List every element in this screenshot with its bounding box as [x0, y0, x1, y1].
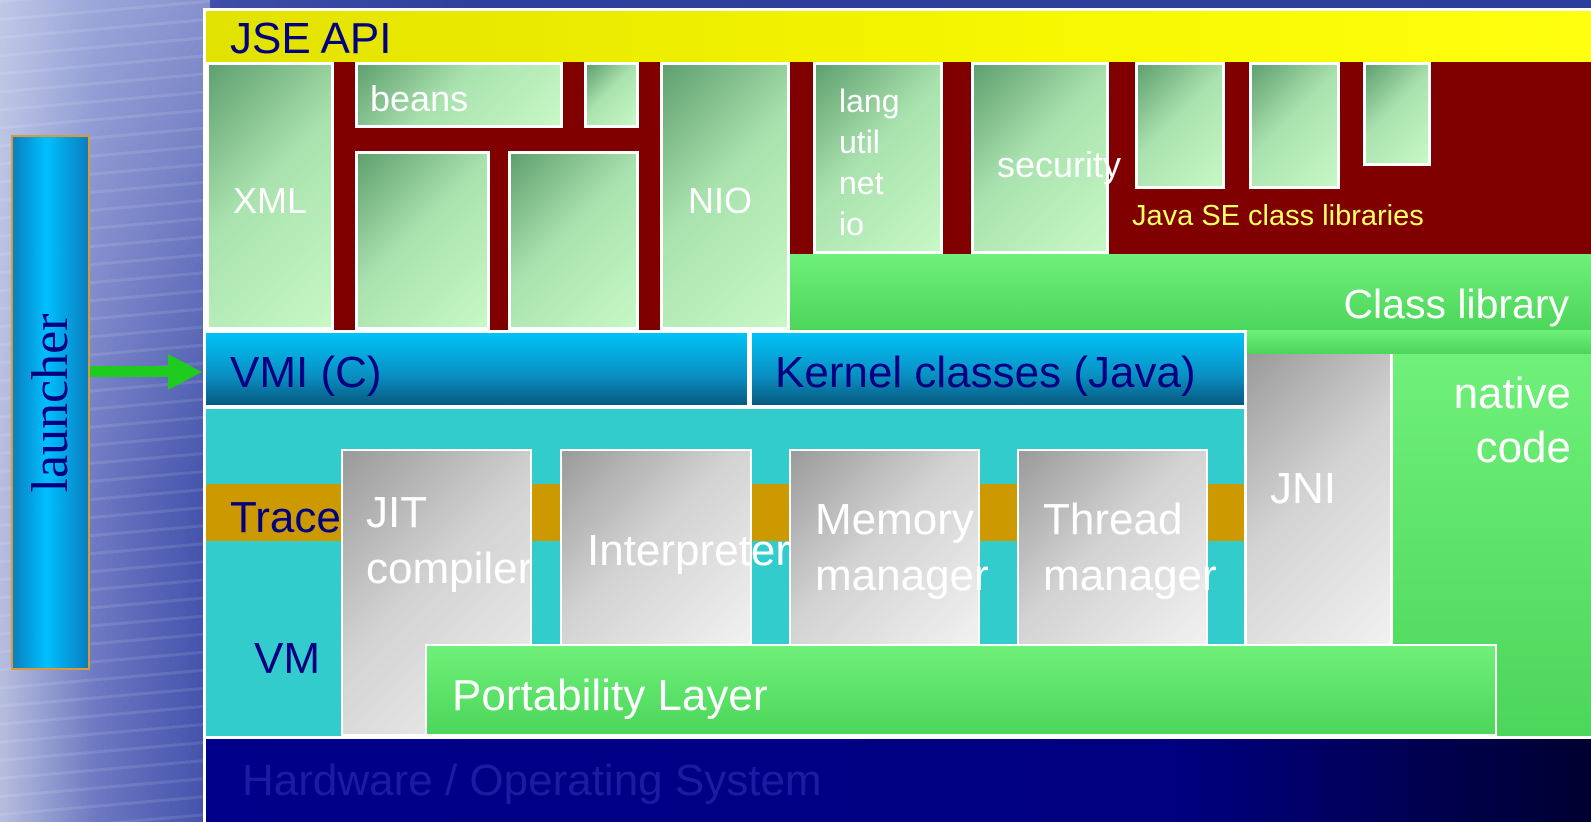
class-library-band-ext	[1247, 330, 1591, 354]
library-box	[1135, 62, 1225, 189]
lang-util-net-io-box: lang util net io	[813, 62, 943, 254]
trace-label: Trace	[230, 493, 341, 542]
beans-label: beans	[370, 78, 469, 119]
small-library-box	[584, 62, 639, 128]
vmi-label: VMI (C)	[230, 348, 382, 397]
xml-box: XML	[206, 62, 334, 330]
nio-box: NIO	[660, 62, 790, 330]
hardware-os-bar: Hardware / Operating System	[206, 739, 1591, 822]
thread-label: Thread	[1043, 495, 1183, 544]
manager-label: manager	[815, 551, 989, 600]
util-label: util	[839, 124, 880, 160]
library-box	[355, 151, 490, 330]
vm-label: VM	[254, 634, 320, 683]
library-box	[1249, 62, 1340, 189]
java-se-class-libraries-label: Java SE class libraries	[1132, 200, 1424, 232]
launcher-label: launcher	[21, 312, 79, 493]
net-label: net	[839, 165, 884, 201]
xml-label: XML	[233, 180, 308, 221]
library-box	[1363, 62, 1431, 166]
vmi-bar: VMI (C)	[206, 333, 747, 405]
portability-layer-label: Portability Layer	[452, 671, 768, 720]
jse-api-label: JSE API	[230, 14, 392, 63]
nio-label: NIO	[688, 180, 753, 221]
class-library-band: Class library	[790, 254, 1591, 330]
portability-layer-bar: Portability Layer	[425, 644, 1497, 736]
interpreter-box: Interpreter	[560, 449, 790, 649]
lang-label: lang	[839, 83, 900, 119]
thread-manager-label: manager	[1043, 551, 1217, 600]
security-label: security	[997, 144, 1122, 185]
library-box	[508, 151, 639, 330]
jni-label: JNI	[1270, 464, 1336, 513]
jni-box: JNI	[1247, 354, 1390, 649]
launcher-arrow-head-icon	[168, 354, 202, 390]
architecture-diagram: JSE API XML beans NIO lang util net io s…	[203, 8, 1591, 822]
security-box: security	[971, 62, 1121, 254]
hardware-os-label: Hardware / Operating System	[242, 756, 822, 805]
code-label: code	[1475, 423, 1571, 472]
launcher-bar: launcher	[11, 135, 90, 670]
interpreter-label: Interpreter	[587, 526, 790, 575]
memory-label: Memory	[815, 495, 974, 544]
native-label: native	[1453, 369, 1571, 418]
kernel-classes-bar: Kernel classes (Java)	[752, 333, 1244, 405]
memory-manager-box: Memory manager	[789, 449, 989, 649]
beans-box: beans	[355, 62, 563, 128]
class-library-label: Class library	[1343, 281, 1569, 327]
thread-manager-box: Thread manager	[1017, 449, 1217, 649]
kernel-classes-label: Kernel classes (Java)	[775, 348, 1196, 397]
launcher-arrow-shaft	[90, 366, 170, 377]
compiler-label: compiler	[366, 544, 533, 593]
io-label: io	[839, 206, 864, 242]
jit-label: JIT	[366, 488, 428, 537]
jse-api-bar: JSE API	[206, 11, 1591, 62]
